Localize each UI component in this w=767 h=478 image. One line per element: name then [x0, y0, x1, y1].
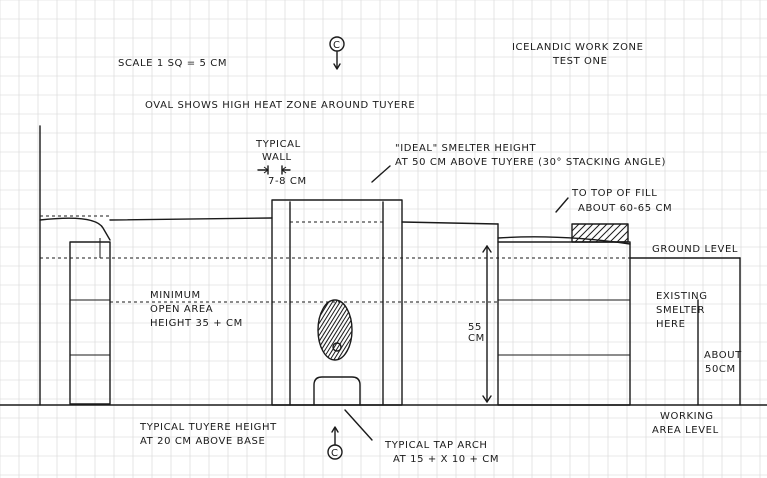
dim-55-arrow — [482, 245, 492, 403]
tuyere-height-1: TYPICAL TUYERE HEIGHT — [139, 422, 277, 433]
scale-label: SCALE 1 SQ = 5 CM — [118, 58, 227, 69]
wall-label-1: TYPICAL — [255, 139, 301, 150]
ideal-height-1: "IDEAL" SMELTER HEIGHT — [395, 143, 536, 154]
fill-top-line-right — [401, 221, 499, 225]
left-fill-block — [39, 217, 111, 405]
section-marker-top: C — [329, 36, 345, 70]
high-heat-oval — [317, 299, 353, 361]
ideal-height-leader — [371, 165, 391, 183]
section-marker-bottom-letter: C — [331, 448, 339, 459]
tuyere-leader — [344, 409, 373, 441]
min-open-3: HEIGHT 35 + CM — [150, 318, 243, 329]
tuyere-circle — [332, 342, 342, 352]
about-label-1: ABOUT — [704, 350, 742, 361]
min-open-1: MINIMUM — [150, 290, 201, 301]
ideal-height-2: AT 50 CM ABOVE TUYERE (30° STACKING ANGL… — [395, 157, 666, 168]
section-marker-top-letter: C — [333, 40, 341, 51]
fill-top-line — [109, 217, 273, 221]
dim-55-label: 55 — [468, 322, 482, 333]
oval-caption: OVAL SHOWS HIGH HEAT ZONE AROUND TUYERE — [145, 100, 415, 111]
fill-label-1: TO TOP OF FILL — [571, 188, 657, 199]
title-line-2: TEST ONE — [552, 56, 608, 67]
tap-arch-2: AT 15 + X 10 + CM — [393, 454, 499, 465]
about-label-2: 50CM — [705, 364, 736, 375]
fill-label-2: ABOUT 60-65 CM — [578, 203, 672, 214]
fill-hatch — [571, 223, 629, 243]
existing-label-1: EXISTING — [656, 291, 708, 302]
section-marker-bottom: C — [327, 426, 343, 460]
title-line-1: ICELANDIC WORK ZONE — [512, 42, 644, 53]
tap-arch — [313, 376, 361, 406]
tap-arch-1: TYPICAL TAP ARCH — [384, 440, 488, 451]
min-open-2: OPEN AREA — [150, 304, 213, 315]
dim-55-unit: CM — [468, 333, 485, 344]
wall-label-3: 7-8 CM — [268, 176, 307, 187]
existing-label-3: HERE — [656, 319, 686, 330]
tuyere-height-2: AT 20 CM ABOVE BASE — [140, 436, 265, 447]
oval-hatch — [318, 300, 352, 360]
existing-smelter-block — [497, 223, 631, 406]
fill-leader — [555, 197, 569, 213]
wall-label-2: WALL — [262, 152, 292, 163]
working-area-1: WORKING — [660, 411, 714, 422]
wall-thickness-marks — [257, 165, 291, 175]
existing-label-2: SMELTER — [656, 305, 705, 316]
ground-level-label: GROUND LEVEL — [652, 244, 738, 255]
working-area-2: AREA LEVEL — [652, 425, 719, 436]
